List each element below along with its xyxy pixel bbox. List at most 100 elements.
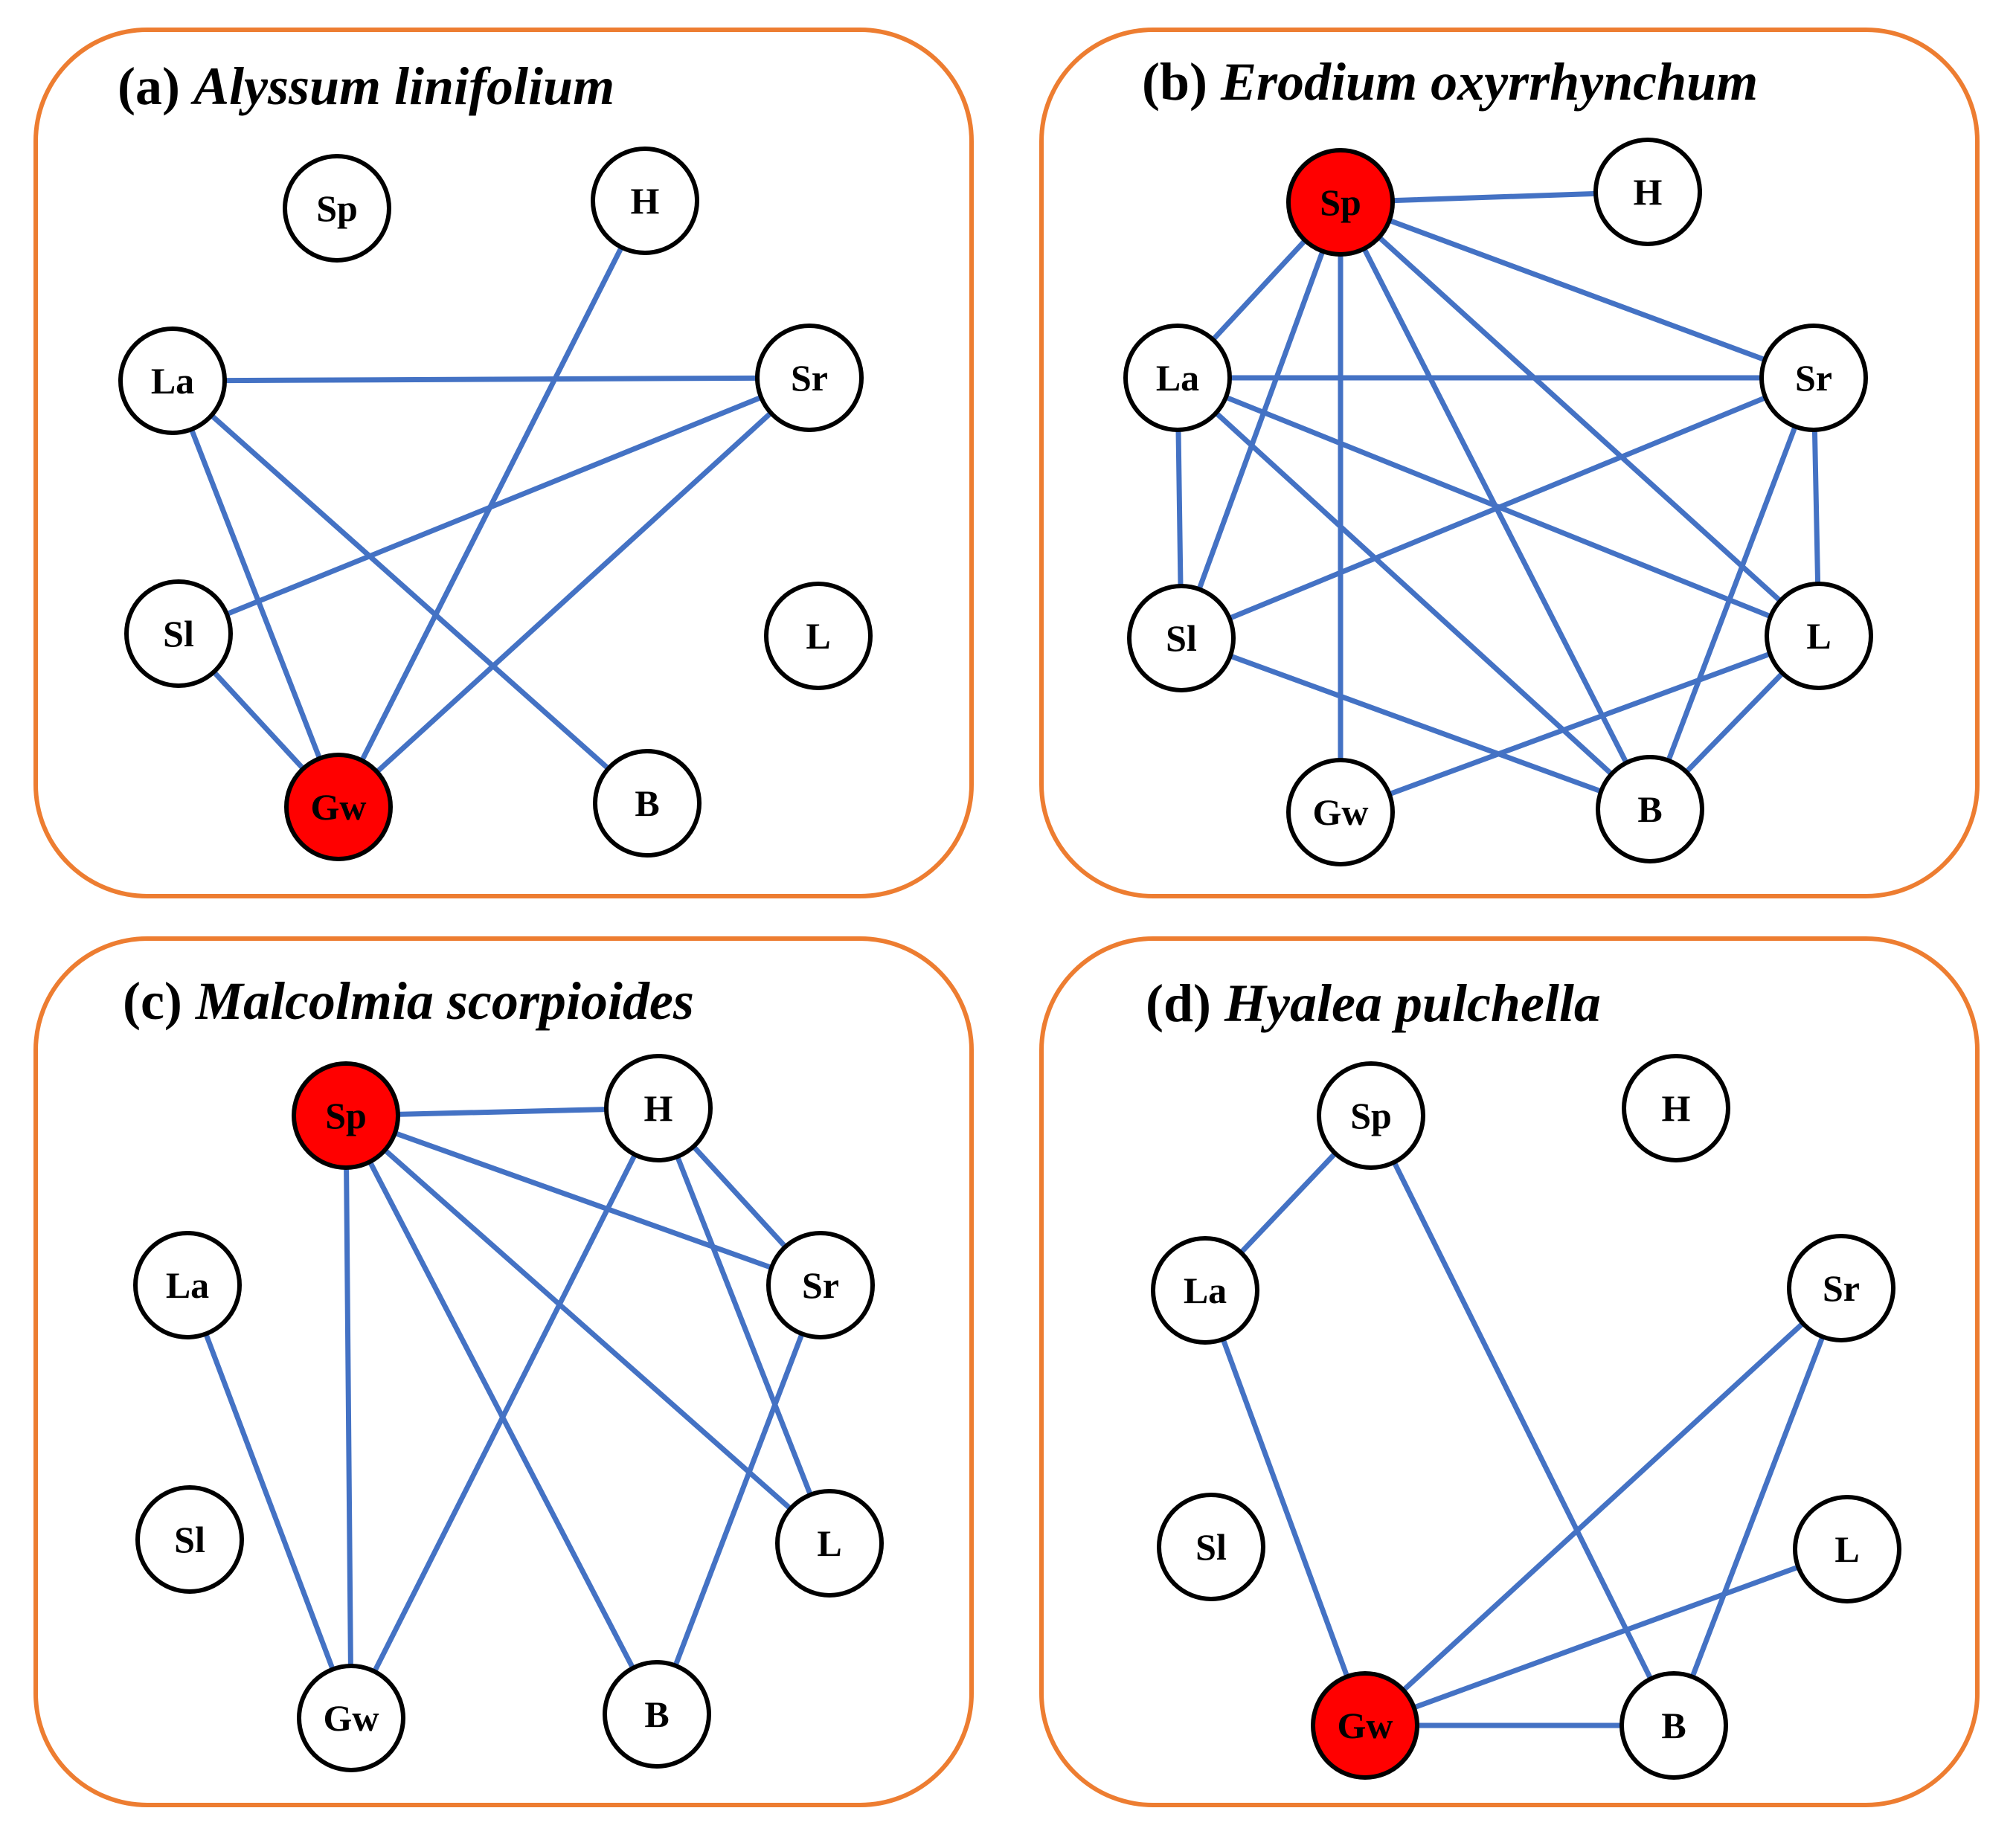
panel-letter: (c) bbox=[123, 971, 182, 1031]
node-label: H bbox=[644, 1087, 673, 1129]
node-label: H bbox=[631, 180, 660, 222]
edge-h-gw bbox=[348, 1105, 661, 1721]
node-circle bbox=[283, 154, 391, 263]
node-l: L bbox=[764, 582, 873, 690]
node-circle bbox=[1593, 138, 1702, 246]
node-sp-hub: Sp bbox=[292, 1061, 400, 1170]
node-circle bbox=[766, 1231, 875, 1339]
node-label: La bbox=[151, 360, 194, 402]
node-l: L bbox=[1765, 582, 1873, 690]
edge-la-gw bbox=[1202, 1287, 1368, 1728]
node-label: B bbox=[1661, 1705, 1686, 1746]
node-gw-hub: Gw bbox=[1311, 1671, 1419, 1780]
node-l: L bbox=[775, 1489, 884, 1598]
panel-title: (a) Alyssum linifolium bbox=[118, 57, 614, 116]
species-name: Hyalea pulchella bbox=[1224, 974, 1601, 1033]
edge-sp-sr bbox=[343, 1113, 824, 1288]
species-name: Alyssum linifolium bbox=[190, 57, 614, 116]
edge-sr-sl bbox=[176, 375, 812, 637]
node-label: B bbox=[1637, 788, 1662, 830]
node-circle bbox=[775, 1489, 884, 1598]
panel-title: (b) Erodium oxyrrhynchum bbox=[1142, 52, 1758, 112]
node-label: L bbox=[1806, 615, 1831, 657]
edge-sp-l bbox=[1338, 199, 1822, 639]
node-b: B bbox=[1619, 1671, 1728, 1780]
node-circle bbox=[764, 582, 873, 690]
node-label: Sr bbox=[802, 1264, 839, 1306]
edge-sr-b bbox=[654, 1282, 824, 1717]
node-b: B bbox=[593, 749, 702, 858]
node-circle bbox=[1123, 324, 1232, 432]
edge-la-sr bbox=[170, 375, 812, 384]
edge-sp-gw bbox=[343, 1113, 354, 1721]
edge-l-gw bbox=[1362, 1546, 1850, 1728]
panel-letter: (b) bbox=[1142, 52, 1207, 112]
node-label: Sl bbox=[1166, 617, 1197, 659]
edge-sr-b bbox=[1647, 375, 1817, 812]
node-gw-hub: Gw bbox=[284, 753, 393, 861]
panel-frame bbox=[1039, 28, 1980, 898]
node-circle bbox=[1793, 1495, 1901, 1603]
node-circle bbox=[1759, 324, 1868, 432]
node-b: B bbox=[603, 1660, 711, 1769]
node-la: La bbox=[1123, 324, 1232, 432]
node-label: Sp bbox=[316, 187, 358, 229]
node-circle bbox=[1286, 758, 1395, 866]
edge-sp-b bbox=[1368, 1113, 1677, 1728]
node-circle bbox=[135, 1485, 244, 1594]
node-sl: Sl bbox=[1157, 1493, 1265, 1601]
panel-frame bbox=[33, 936, 974, 1807]
edge-la-b bbox=[170, 378, 650, 806]
node-circle bbox=[1127, 584, 1236, 692]
node-circle bbox=[118, 326, 227, 435]
node-label: Sp bbox=[325, 1095, 367, 1136]
edge-l-gw bbox=[1338, 633, 1822, 815]
node-label: L bbox=[817, 1522, 841, 1564]
node-sp-hub: Sp bbox=[1286, 148, 1395, 257]
edge-la-gw bbox=[184, 1282, 354, 1721]
node-circle bbox=[1787, 1234, 1895, 1342]
edges bbox=[170, 198, 812, 810]
node-label: Sl bbox=[1195, 1526, 1227, 1568]
node-label: H bbox=[1634, 171, 1663, 213]
edges bbox=[1202, 1113, 1850, 1728]
node-h: H bbox=[1622, 1054, 1730, 1162]
edge-sr-b bbox=[1671, 1285, 1844, 1728]
node-label: B bbox=[635, 782, 659, 824]
edge-sp-sl bbox=[1178, 199, 1344, 641]
node-sp: Sp bbox=[1317, 1061, 1425, 1170]
edge-sr-gw bbox=[336, 375, 812, 810]
node-label: Sr bbox=[1795, 357, 1832, 399]
node-circle bbox=[133, 1231, 242, 1339]
node-circle bbox=[1317, 1061, 1425, 1170]
node-la: La bbox=[1151, 1236, 1259, 1345]
node-circle bbox=[1157, 1493, 1265, 1601]
node-circle bbox=[292, 1061, 400, 1170]
node-circle bbox=[593, 749, 702, 858]
species-name: Malcolmia scorpioides bbox=[195, 971, 694, 1031]
node-label: Gw bbox=[1338, 1705, 1393, 1746]
node-sr: Sr bbox=[755, 324, 864, 432]
node-label: L bbox=[1834, 1528, 1859, 1570]
edge-la-gw bbox=[170, 378, 341, 810]
node-circle bbox=[1619, 1671, 1728, 1780]
node-circle bbox=[755, 324, 864, 432]
node-label: Gw bbox=[1313, 791, 1369, 833]
node-h: H bbox=[1593, 138, 1702, 246]
species-name: Erodium oxyrrhynchum bbox=[1220, 52, 1758, 112]
node-b: B bbox=[1596, 755, 1704, 863]
node-circle bbox=[1311, 1671, 1419, 1780]
node-label: L bbox=[806, 615, 830, 657]
node-la: La bbox=[118, 326, 227, 435]
node-label: La bbox=[1156, 357, 1199, 399]
node-sl: Sl bbox=[1127, 584, 1236, 692]
node-label: Sr bbox=[791, 357, 828, 399]
edge-la-b bbox=[1175, 375, 1653, 812]
node-label: Sr bbox=[1823, 1267, 1860, 1309]
